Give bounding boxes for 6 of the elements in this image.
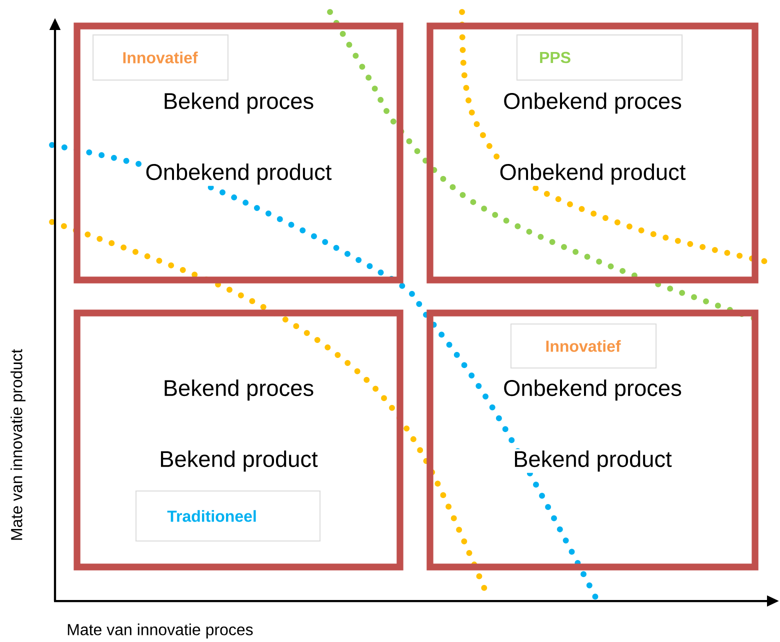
category-label-box: Traditioneel [135, 490, 321, 542]
axis-label: Mate van innovatie product [10, 349, 26, 540]
category-label-box: Innovatief [92, 34, 228, 81]
category-label-box: Innovatief [510, 323, 657, 369]
category-label-box: PPS [516, 34, 683, 81]
axis-label: Mate van innovatie proces [68, 624, 253, 638]
